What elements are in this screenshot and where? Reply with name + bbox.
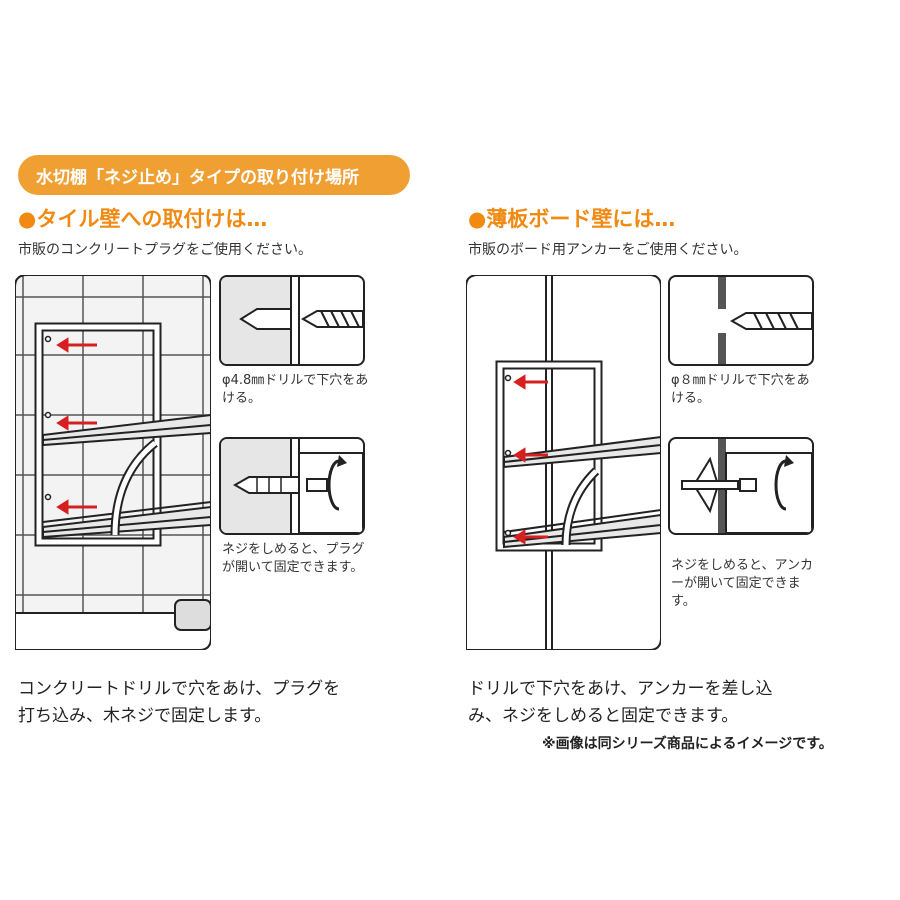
bullet-dot-icon: ●	[18, 207, 37, 231]
right-heading: ●薄板ボード壁には…	[468, 207, 676, 231]
left-note-plug: ネジをしめると、プラグが開いて固定できます。	[222, 542, 365, 575]
right-note-anchor: ネジをしめると、アンカーが開いて固定できます。	[671, 558, 813, 609]
section-banner: 水切棚「ネジ止め」タイプの取り付け場所	[18, 155, 410, 195]
left-note-drill: φ4.8㎜ドリルで下穴をあける。	[222, 373, 369, 406]
left-heading: ●タイル壁への取付けは…	[18, 207, 268, 231]
anchor-inset-right	[668, 437, 814, 535]
plug-inset-left	[219, 437, 365, 535]
tile-wall-illustration	[14, 274, 212, 651]
right-subtitle: 市販のボード用アンカーをご使用ください。	[468, 242, 748, 258]
left-description: コンクリートドリルで穴をあけ、プラグを打ち込み、木ネジで固定します。	[18, 679, 341, 726]
bullet-dot-icon: ●	[468, 207, 487, 231]
drill-inset-right	[668, 275, 814, 366]
left-subtitle: 市販のコンクリートプラグをご使用ください。	[18, 242, 312, 258]
footnote: ※画像は同シリーズ商品によるイメージです。	[542, 736, 833, 752]
board-wall-illustration	[465, 274, 662, 651]
drill-inset-left	[219, 275, 365, 366]
right-note-drill: φ８㎜ドリルで下穴をあける。	[671, 373, 810, 406]
right-description: ドリルで下穴をあけ、アンカーを差し込み、ネジをしめると固定できます。	[468, 679, 773, 726]
